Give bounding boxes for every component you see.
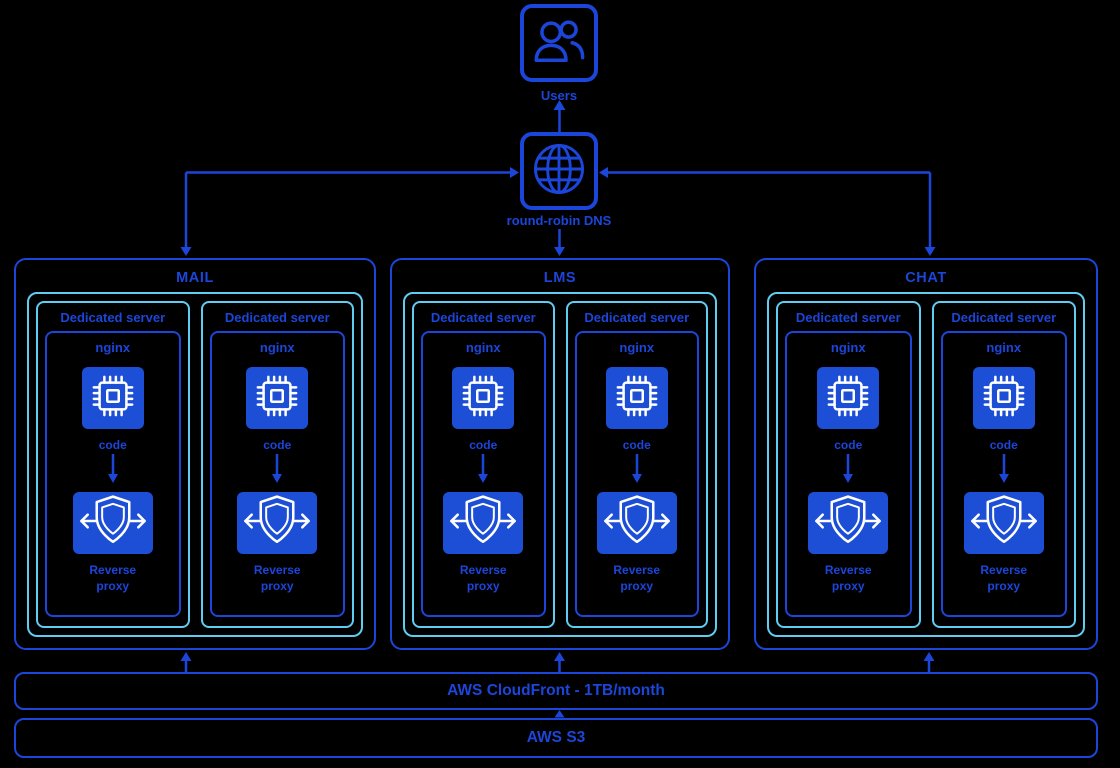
dedicated-server-title: Dedicated server	[224, 310, 330, 325]
dedicated-server-title: Dedicated server	[795, 310, 901, 325]
reverse-proxy-label-line2: proxy	[831, 578, 865, 593]
nginx-title: nginx	[465, 340, 501, 355]
reverse-proxy-label-line1: Reverse	[89, 563, 137, 577]
arrow-down-icon	[107, 454, 119, 489]
dedicated-server: Dedicated server nginx	[200, 301, 354, 628]
cpu-chip-icon	[460, 373, 506, 424]
group-inner-frame: Dedicated server nginx	[27, 292, 363, 637]
cpu-chip-icon	[90, 373, 136, 424]
reverse-proxy-tile	[808, 492, 889, 554]
code-tile	[972, 367, 1035, 429]
cpu-chip-icon	[254, 373, 300, 424]
reverse-proxy-label-line1: Reverse	[253, 563, 301, 577]
group-inner-frame: Dedicated server nginx	[403, 292, 717, 637]
reverse-proxy-label: Reverse proxy	[613, 563, 660, 594]
shield-arrows-icon	[600, 493, 674, 554]
nginx-box: nginx code	[45, 331, 181, 617]
arrow-down-icon	[631, 454, 643, 489]
code-label: code	[834, 438, 863, 452]
code-tile	[817, 367, 880, 429]
reverse-proxy-label-line1: Reverse	[980, 563, 1028, 577]
nginx-box: nginx code	[421, 331, 546, 617]
cpu-chip-icon	[614, 373, 660, 424]
code-label: code	[622, 438, 651, 452]
reverse-proxy-tile	[72, 492, 153, 554]
nginx-box: nginx code	[574, 331, 699, 617]
code-tile	[81, 367, 144, 429]
users-icon	[531, 18, 587, 69]
shield-arrows-icon	[240, 493, 314, 554]
reverse-proxy-tile	[237, 492, 318, 554]
code-tile	[246, 367, 309, 429]
code-label: code	[469, 438, 498, 452]
dedicated-server: Dedicated server nginx	[931, 301, 1076, 628]
code-label: code	[263, 438, 292, 452]
dns-node	[520, 132, 598, 210]
nginx-title: nginx	[619, 340, 655, 355]
s3-bar: AWS S3	[14, 718, 1098, 758]
arrow-down-icon	[477, 454, 489, 489]
globe-icon	[530, 140, 588, 203]
code-tile	[452, 367, 515, 429]
code-tile	[605, 367, 668, 429]
dedicated-server-title: Dedicated server	[584, 310, 690, 325]
shield-arrows-icon	[967, 493, 1041, 554]
reverse-proxy-label: Reverse proxy	[254, 563, 301, 594]
reverse-proxy-tile	[963, 492, 1044, 554]
users-node	[520, 4, 598, 82]
reverse-proxy-label: Reverse proxy	[89, 563, 136, 594]
reverse-proxy-tile	[596, 492, 677, 554]
group-label: LMS	[543, 270, 577, 286]
nginx-title: nginx	[259, 340, 295, 355]
shield-arrows-icon	[811, 493, 885, 554]
nginx-box: nginx code	[209, 331, 345, 617]
reverse-proxy-tile	[443, 492, 524, 554]
nginx-box: nginx code	[940, 331, 1067, 617]
nginx-title: nginx	[830, 340, 866, 355]
reverse-proxy-label-line1: Reverse	[459, 563, 507, 577]
nginx-title: nginx	[95, 340, 131, 355]
arrow-down-icon	[998, 454, 1010, 489]
dedicated-server: Dedicated server nginx	[565, 301, 708, 628]
code-label: code	[989, 438, 1018, 452]
group-inner-frame: Dedicated server nginx	[767, 292, 1085, 637]
arrow-down-icon	[271, 454, 283, 489]
arrow-down-icon	[842, 454, 854, 489]
users-label: Users	[540, 88, 578, 103]
dedicated-server: Dedicated server nginx	[412, 301, 555, 628]
group-label: MAIL	[176, 270, 214, 286]
group-mail: MAIL Dedicated server nginx	[14, 258, 376, 650]
group-chat: CHAT Dedicated server nginx	[754, 258, 1098, 650]
dns-label: round-robin DNS	[506, 213, 612, 228]
code-label: code	[98, 438, 127, 452]
reverse-proxy-label-line2: proxy	[987, 578, 1021, 593]
reverse-proxy-label: Reverse proxy	[825, 563, 872, 594]
dedicated-server: Dedicated server nginx	[36, 301, 190, 628]
reverse-proxy-label-line2: proxy	[96, 578, 130, 593]
shield-arrows-icon	[76, 493, 150, 554]
reverse-proxy-label-line2: proxy	[620, 578, 654, 593]
dedicated-server-title: Dedicated server	[60, 310, 166, 325]
cloudfront-bar: AWS CloudFront - 1TB/month	[14, 672, 1098, 710]
s3-label: AWS S3	[526, 729, 586, 746]
reverse-proxy-label-line1: Reverse	[613, 563, 661, 577]
nginx-title: nginx	[986, 340, 1022, 355]
reverse-proxy-label-line1: Reverse	[824, 563, 872, 577]
cpu-chip-icon	[825, 373, 871, 424]
group-label: CHAT	[905, 270, 947, 286]
nginx-box: nginx code	[785, 331, 912, 617]
reverse-proxy-label-line2: proxy	[260, 578, 294, 593]
dedicated-server: Dedicated server nginx	[776, 301, 921, 628]
cpu-chip-icon	[981, 373, 1027, 424]
dedicated-server-title: Dedicated server	[951, 310, 1057, 325]
reverse-proxy-label: Reverse proxy	[460, 563, 507, 594]
reverse-proxy-label-line2: proxy	[466, 578, 500, 593]
dedicated-server-title: Dedicated server	[430, 310, 536, 325]
group-lms: LMS Dedicated server nginx	[390, 258, 730, 650]
shield-arrows-icon	[446, 493, 520, 554]
reverse-proxy-label: Reverse proxy	[980, 563, 1027, 594]
cloudfront-label: AWS CloudFront - 1TB/month	[447, 682, 665, 699]
